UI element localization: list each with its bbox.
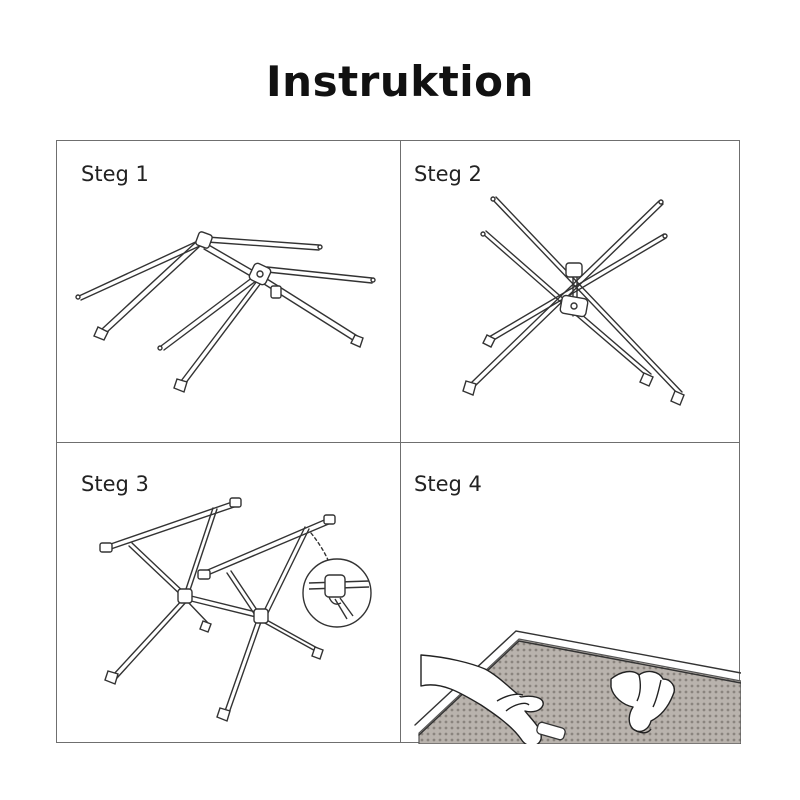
step-2-cross-frame-illustration (401, 141, 741, 442)
step-4-attaching-fabric-illustration (401, 443, 741, 744)
instruction-grid: Steg 1 (56, 140, 740, 743)
step-1-unfolding-frame-illustration (57, 141, 400, 442)
page-title: Instruktion (0, 52, 800, 112)
step-3-panel: Steg 3 (57, 443, 400, 744)
step-3-frame-with-joint-detail-illustration (57, 443, 400, 744)
step-4-panel: Steg 4 (401, 443, 741, 744)
step-2-panel: Steg 2 (401, 141, 741, 442)
step-1-panel: Steg 1 (57, 141, 400, 442)
